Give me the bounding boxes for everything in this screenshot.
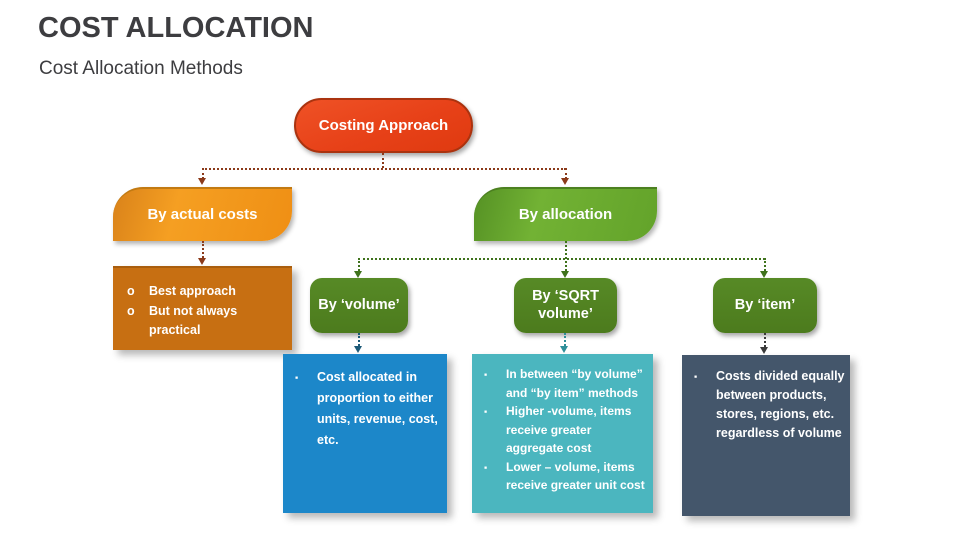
- list-item: ▪ Higher -volume, items receive greater …: [484, 402, 649, 458]
- bullet-text: Best approach: [149, 284, 236, 298]
- arrowhead-sqrt-detail-icon: [560, 346, 568, 353]
- node-by-actual-costs-label: By actual costs: [147, 206, 258, 223]
- connector-actual-detail: [202, 241, 204, 258]
- node-by-sqrt-volume-label: By ‘SQRT volume’: [532, 288, 599, 322]
- connector-allocation-crossbar: [358, 258, 765, 260]
- detail-box-sqrt-volume: ▪ In between “by volume” and “by item” m…: [472, 354, 653, 513]
- node-by-allocation: By allocation: [474, 187, 657, 241]
- node-costing-approach-label: Costing Approach: [318, 116, 449, 134]
- arrowhead-allocation-icon: [561, 178, 569, 185]
- square-bullet-icon: ▪: [295, 372, 299, 383]
- connector-root-crossbar: [202, 168, 566, 170]
- page-subtitle: Cost Allocation Methods: [39, 58, 243, 79]
- connector-volume-detail: [358, 333, 360, 346]
- circle-bullet-icon: o: [127, 284, 135, 298]
- list-item: ▪ Lower – volume, items receive greater …: [484, 458, 649, 495]
- connector-item-drop: [764, 258, 766, 271]
- connector-allocation-drop: [565, 168, 567, 179]
- arrowhead-volume-detail-icon: [354, 346, 362, 353]
- arrowhead-volume-icon: [354, 271, 362, 278]
- list-item: o Best approach: [127, 282, 286, 302]
- node-by-item: By ‘item’: [713, 278, 817, 333]
- bullet-text: Costs divided equally between products, …: [716, 369, 845, 440]
- connector-volume-drop: [358, 258, 360, 271]
- node-by-allocation-label: By allocation: [518, 206, 613, 223]
- square-bullet-icon: ▪: [484, 369, 488, 380]
- bullet-text: In between “by volume” and “by item” met…: [506, 367, 643, 400]
- detail-box-item: ▪ Costs divided equally between products…: [682, 355, 850, 516]
- connector-root-stem: [382, 153, 384, 168]
- bullet-text: Lower – volume, items receive greater un…: [506, 459, 645, 493]
- list-item: o But not always practical: [127, 302, 286, 341]
- arrowhead-sqrt-icon: [561, 271, 569, 278]
- node-by-item-label: By ‘item’: [734, 296, 796, 313]
- bullet-text: Higher -volume, items receive greater ag…: [506, 404, 632, 455]
- connector-allocation-stem: [565, 241, 567, 271]
- detail-box-actual-costs: o Best approach o But not always practic…: [113, 266, 292, 350]
- arrowhead-actual-detail-icon: [198, 258, 206, 265]
- arrowhead-item-detail-icon: [760, 347, 768, 354]
- detail-box-volume: ▪ Cost allocated in proportion to either…: [283, 354, 447, 513]
- node-by-volume-label: By ‘volume’: [318, 296, 400, 313]
- bullet-text: Cost allocated in proportion to either u…: [317, 370, 438, 447]
- list-item: ▪ Costs divided equally between products…: [694, 367, 846, 443]
- node-costing-approach: Costing Approach: [294, 98, 473, 153]
- page-title: COST ALLOCATION: [38, 12, 314, 44]
- list-item: ▪ In between “by volume” and “by item” m…: [484, 365, 649, 402]
- connector-actual-drop: [202, 168, 204, 179]
- node-by-volume: By ‘volume’: [310, 278, 408, 333]
- arrowhead-item-icon: [760, 271, 768, 278]
- bullet-text: But not always practical: [149, 303, 238, 338]
- node-by-actual-costs: By actual costs: [113, 187, 292, 241]
- node-by-sqrt-volume: By ‘SQRT volume’: [514, 278, 617, 333]
- circle-bullet-icon: o: [127, 303, 135, 318]
- list-item: ▪ Cost allocated in proportion to either…: [295, 367, 439, 451]
- connector-sqrt-detail: [564, 333, 566, 346]
- square-bullet-icon: ▪: [694, 371, 698, 382]
- square-bullet-icon: ▪: [484, 406, 488, 417]
- connector-item-detail: [764, 333, 766, 347]
- arrowhead-actual-icon: [198, 178, 206, 185]
- square-bullet-icon: ▪: [484, 462, 488, 472]
